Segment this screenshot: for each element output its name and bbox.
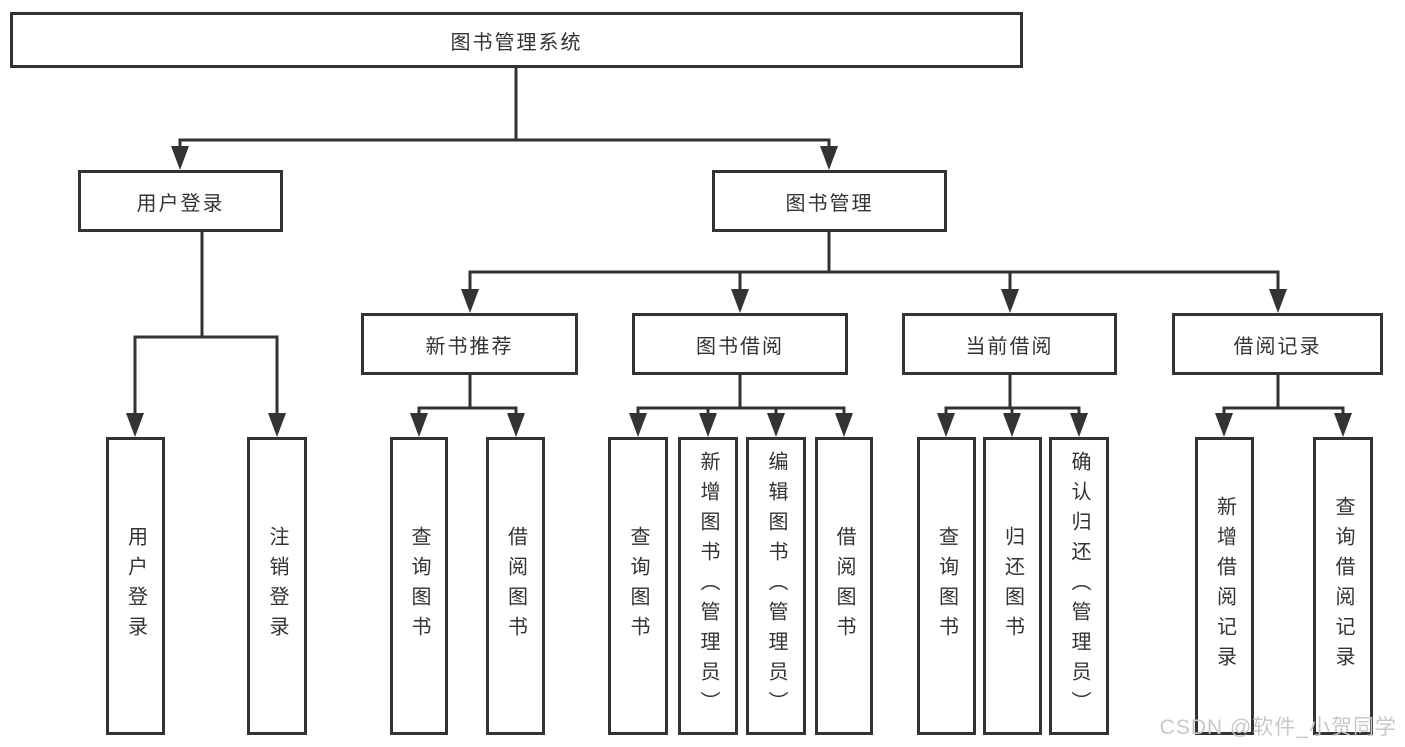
leaf-rec-borrow-books: 借阅图书 <box>486 437 545 735</box>
node-label: 用户登录 <box>124 526 147 646</box>
leaf-bb-query-books: 查询图书 <box>608 437 668 735</box>
node-label: 编辑图书（管理员） <box>765 451 787 721</box>
node-label: 查询图书 <box>408 526 430 646</box>
node-label: 新书推荐 <box>425 335 514 358</box>
leaf-cb-confirm-return-admin: 确认归还（管理员） <box>1049 437 1109 735</box>
node-label: 新增图书（管理员） <box>697 451 719 721</box>
node-label: 查询图书 <box>627 526 649 646</box>
leaf-br-add-record: 新增借阅记录 <box>1195 437 1254 735</box>
leaf-br-query-record: 查询借阅记录 <box>1313 437 1373 735</box>
leaf-bb-edit-books-admin: 编辑图书（管理员） <box>746 437 806 735</box>
node-label: 借阅记录 <box>1233 335 1322 358</box>
node-label: 图书管理 <box>785 192 874 215</box>
node-label: 图书管理系统 <box>450 31 583 54</box>
connector-book-borrow-to-leaves <box>629 373 853 437</box>
node-label: 新增借阅记录 <box>1213 496 1236 676</box>
node-label: 归还图书 <box>1001 526 1024 646</box>
node-label: 用户登录 <box>136 192 225 215</box>
node-label: 确认归还（管理员） <box>1068 451 1090 721</box>
connector-root-to-level2 <box>171 66 838 170</box>
connector-user-login-to-leaves <box>126 230 286 437</box>
node-label: 查询图书 <box>935 526 958 646</box>
connector-book-mgmt-to-level3 <box>461 230 1287 313</box>
node-book-borrowing: 图书借阅 <box>632 313 848 375</box>
node-label: 查询借阅记录 <box>1332 496 1354 676</box>
leaf-bb-borrow-books: 借阅图书 <box>815 437 873 735</box>
connector-borrow-record-to-leaves <box>1215 373 1352 437</box>
leaf-bb-add-books-admin: 新增图书（管理员） <box>678 437 738 735</box>
node-label: 当前借阅 <box>965 335 1054 358</box>
csdn-watermark: CSDN @软件_小贺同学 <box>1159 716 1397 739</box>
node-label: 注销登录 <box>266 526 288 646</box>
node-book-management: 图书管理 <box>712 170 947 232</box>
node-new-book-recommend: 新书推荐 <box>361 313 578 375</box>
leaf-logout: 注销登录 <box>247 437 307 735</box>
connector-current-borrow-to-leaves <box>937 373 1088 437</box>
node-label: 借阅图书 <box>504 526 527 646</box>
node-label: 图书借阅 <box>696 335 784 358</box>
leaf-user-login: 用户登录 <box>106 437 165 735</box>
node-borrowing-records: 借阅记录 <box>1172 313 1383 375</box>
leaf-cb-return-books: 归还图书 <box>983 437 1042 735</box>
node-root-library-system: 图书管理系统 <box>10 12 1023 68</box>
leaf-cb-query-books: 查询图书 <box>917 437 976 735</box>
node-label: 借阅图书 <box>833 526 855 646</box>
leaf-rec-query-books: 查询图书 <box>390 437 448 735</box>
connector-new-book-rec-to-leaves <box>410 373 525 437</box>
node-user-login: 用户登录 <box>78 170 283 232</box>
node-current-borrowing: 当前借阅 <box>902 313 1117 375</box>
